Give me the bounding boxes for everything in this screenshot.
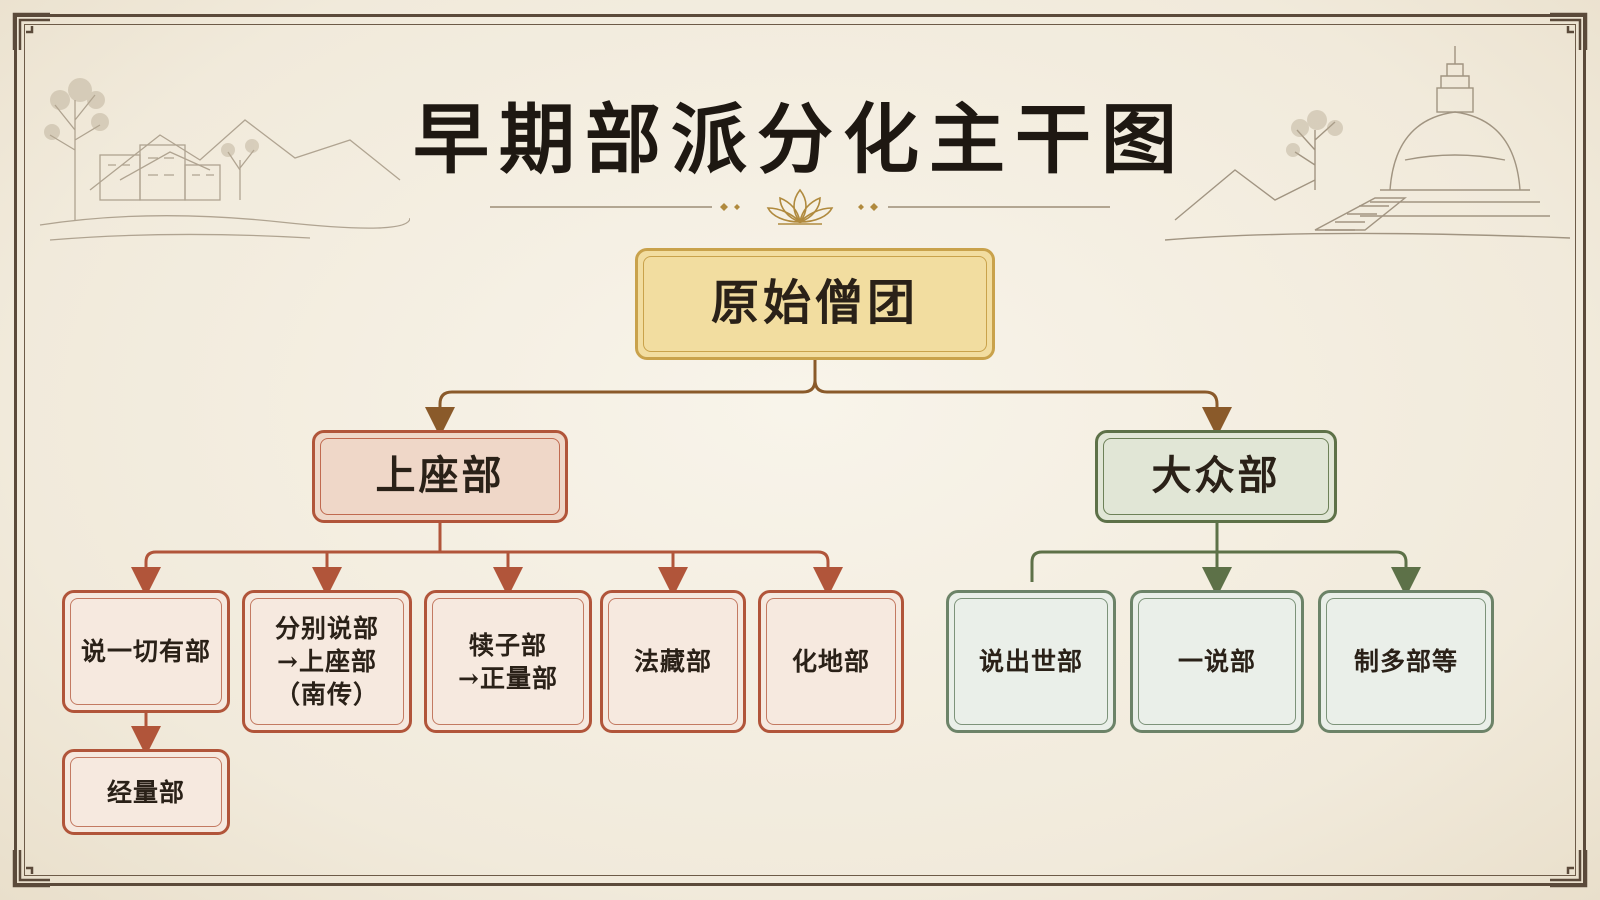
node-sarvastivada: 说一切有部 — [62, 590, 230, 713]
page-title: 早期部派分化主干图 — [413, 95, 1187, 184]
node-lokottaravada: 说出世部 — [946, 590, 1116, 733]
node-sautrantika: 经量部 — [62, 749, 230, 835]
title-divider — [490, 188, 1110, 225]
node-ekavyavaharika-label: 一说部 — [1177, 647, 1256, 676]
inner-frame — [24, 24, 1576, 876]
node-root-label: 原始僧团 — [710, 275, 919, 332]
node-theravada-label: 上座部 — [375, 452, 505, 500]
node-mahasanghika-label: 大众部 — [1151, 452, 1281, 500]
node-vatsiputriya-label: 犊子部 →正量部 — [458, 630, 558, 693]
outer-frame — [14, 14, 1586, 886]
node-sautrantika-label: 经量部 — [106, 777, 185, 807]
node-sarvastivada-label: 说一切有部 — [80, 637, 211, 666]
node-theravada: 上座部 — [312, 430, 568, 523]
node-vatsiputriya: 犊子部 →正量部 — [424, 590, 592, 733]
node-caitika: 制多部等 — [1318, 590, 1494, 733]
landscape-left-icon — [39, 78, 410, 241]
lotus-icon — [766, 188, 834, 225]
node-root: 原始僧团 — [635, 248, 995, 360]
node-mahasanghika: 大众部 — [1095, 430, 1337, 523]
node-caitika-label: 制多部等 — [1353, 647, 1458, 676]
corner-ornament-icon — [1550, 850, 1588, 888]
stupa-icon — [1165, 46, 1570, 241]
node-vibhajyavada-label: 分别说部 →上座部 （南传） — [274, 614, 379, 709]
corner-ornament-icon — [12, 850, 50, 888]
node-ekavyavaharika: 一说部 — [1130, 590, 1304, 733]
corner-ornament-icon — [1550, 12, 1588, 50]
corner-ornament-icon — [12, 12, 50, 50]
node-lokottaravada-label: 说出世部 — [978, 647, 1083, 676]
node-mahisasaka: 化地部 — [758, 590, 904, 733]
node-mahisasaka-label: 化地部 — [791, 647, 870, 676]
node-vibhajyavada: 分别说部 →上座部 （南传） — [242, 590, 412, 733]
node-dharmaguptaka: 法藏部 — [600, 590, 746, 733]
node-dharmaguptaka-label: 法藏部 — [633, 647, 712, 676]
